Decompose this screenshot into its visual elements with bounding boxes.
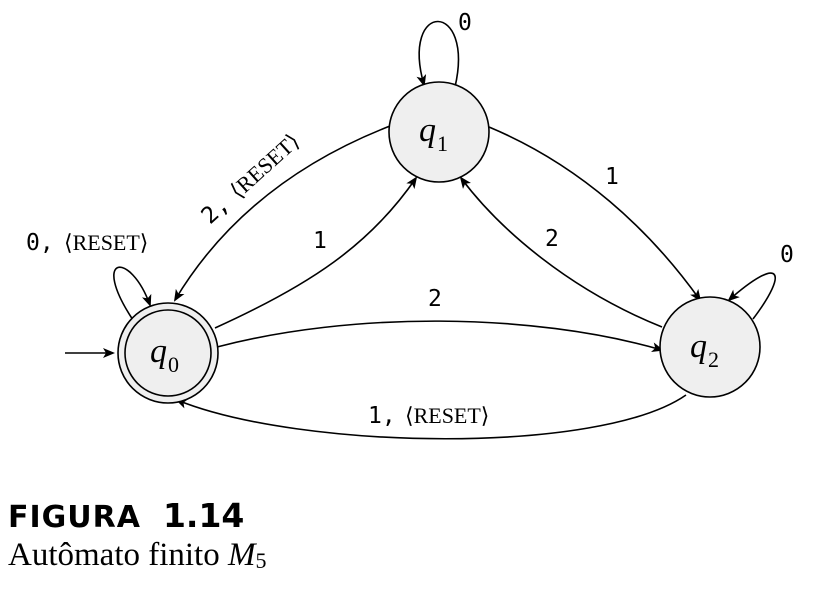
edge-q0-q1 [214,176,418,329]
figure-number: 1.14 [162,496,245,535]
label-edge-q0-q2: 2 [428,286,442,312]
loop-q2 [727,272,776,320]
edge-q2-q1 [459,176,663,328]
label-edge-q2-q1: 2 [545,226,559,252]
label-edge-q1-q0-reset: ⟨RESET⟩ [225,128,304,203]
state-q0-subscript: 0 [168,352,179,377]
label-edge-q2-q0-symbol: 1, [368,403,396,429]
state-q1: q 1 [388,81,490,183]
figure-label: FIGURA [8,500,141,535]
label-loop-q2: 0 [780,242,794,268]
edge-q1-q2 [488,126,702,302]
edge-q0-q2 [216,320,664,353]
state-q0-inner-ring [124,309,212,397]
edge-q2-q0 [175,394,687,440]
state-q2-label: q [690,328,707,365]
state-q2-circle [659,296,761,398]
label-edge-q1-q2: 1 [605,164,619,190]
label-edge-q1-q0-symbol: 2, [197,192,235,230]
label-edge-q0-q1: 1 [313,228,327,254]
state-q1-subscript: 1 [437,131,448,156]
figure-caption: FIGURA 1.14 Autômato finito M5 [8,496,266,574]
loop-q1 [416,20,460,88]
machine-name: M [227,537,256,573]
figure-description: Autômato finito M5 [8,537,266,574]
figure-heading: FIGURA 1.14 [8,496,266,535]
state-q1-circle [388,81,490,183]
machine-subscript: 5 [255,548,267,573]
state-diagram: q 0 q 1 q 2 0, ⟨RESET⟩ 0 0 1 2, ⟨RESET⟩ … [26,10,794,440]
label-loop-q1: 0 [458,10,472,36]
figure-description-text: Autômato finito [8,537,220,573]
state-q2: q 2 [659,296,761,398]
label-loop-q0-reset: ⟨RESET⟩ [64,230,148,255]
edge-q1-q0 [173,125,391,302]
state-q1-label: q [419,112,436,149]
label-loop-q0-symbol: 0, [26,230,54,256]
label-edge-q2-q0-reset: ⟨RESET⟩ [405,403,489,428]
state-q2-subscript: 2 [708,347,719,372]
state-q0-label: q [150,333,167,370]
state-q0: q 0 [117,302,219,404]
loop-q0 [113,266,152,321]
